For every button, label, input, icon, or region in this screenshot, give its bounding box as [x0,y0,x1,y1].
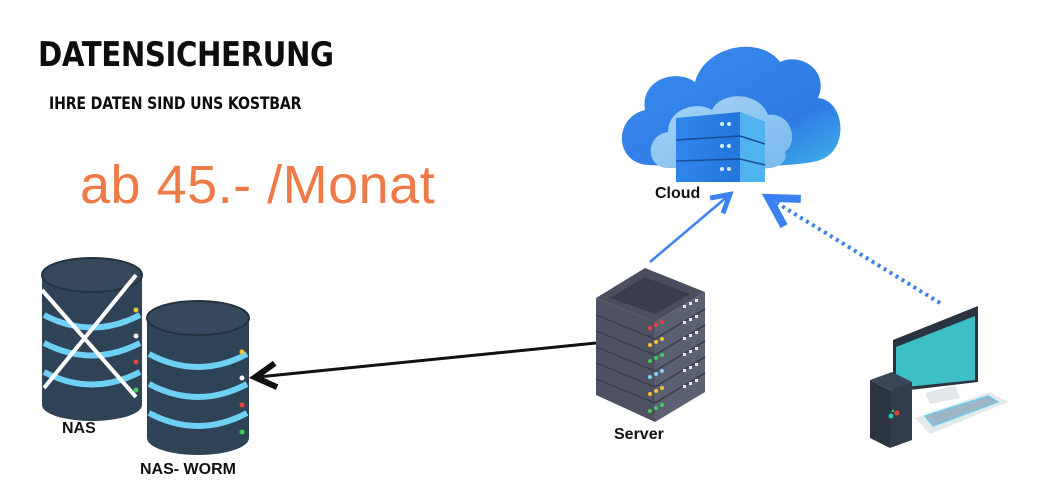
server-label: Server [614,426,664,443]
nas-label: NAS [62,420,96,437]
workstation-node [870,306,1008,448]
cloud-server-rack-icon [675,112,766,182]
monitor-icon [893,306,978,404]
page-subtitle: IHRE DATEN SIND UNS KOSTBAR [49,94,302,114]
keyboard-icon [915,392,1008,434]
nas-node [40,257,143,421]
nas-crossed-out-icon [40,273,138,399]
nas-worm-label: NAS- WORM [140,461,236,478]
nas-worm-node [146,300,250,455]
page-title: DATENSICHERUNG [38,35,334,75]
workstation-to-cloud-arrow [772,200,942,305]
server-vents [683,299,698,388]
server-to-nas-worm-arrow [258,341,597,377]
cloud-label: Cloud [655,185,701,202]
pc-tower-icon [870,372,912,448]
server-rack-icon [595,268,706,422]
nas-worm-database-icon [146,300,250,455]
server-status-leds [648,320,664,413]
cloud-node [621,46,841,182]
nas-database-icon [41,257,143,421]
server-to-cloud-arrow [649,196,728,263]
server-node [595,268,706,422]
price-text: ab 45.- /Monat [80,155,436,215]
